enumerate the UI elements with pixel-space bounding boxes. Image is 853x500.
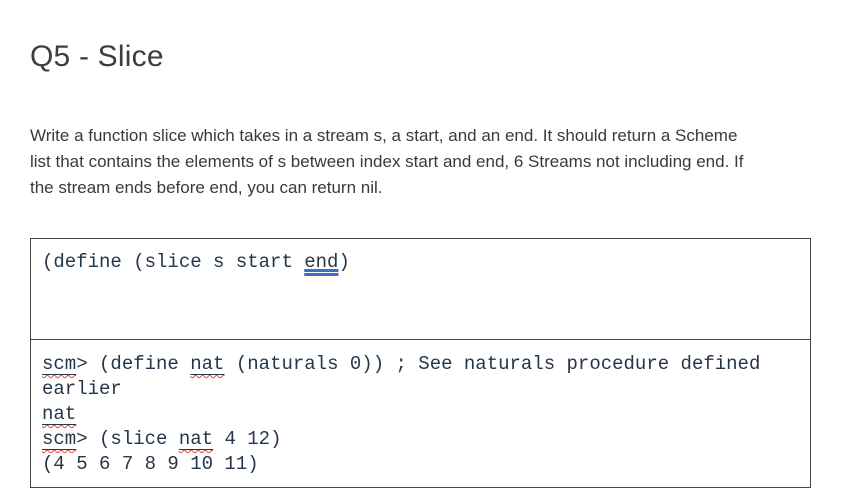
- misspelled-word: nat: [190, 353, 224, 375]
- misspelled-word-text: nat: [42, 403, 77, 425]
- repl-section: scm> (define nat (naturals 0)) ; See nat…: [31, 340, 810, 487]
- misspelled-word: scm: [42, 353, 76, 375]
- worksheet-page: Q5 - Slice Write a function slice which …: [30, 40, 811, 488]
- misspelled-word-text: scm: [42, 428, 77, 450]
- repl-line-1: scm> (define nat (naturals 0)) ; See nat…: [42, 353, 761, 375]
- repl-line-4: scm> (slice nat 4 12): [42, 428, 282, 450]
- misspelled-word: nat: [42, 403, 76, 425]
- grammar-flagged-word: end: [304, 251, 339, 273]
- misspelled-word: nat: [179, 428, 213, 450]
- task-description: Write a function slice which takes in a …: [30, 126, 744, 197]
- misspelled-word-text: nat: [178, 428, 214, 450]
- code-box: (define (slice s start end) scm> (define…: [30, 238, 811, 488]
- definition-section: (define (slice s start end): [31, 239, 810, 340]
- repl-line-2: earlier: [42, 378, 122, 400]
- repl-line-3: nat: [42, 402, 799, 427]
- misspelled-word-text: scm: [42, 353, 77, 375]
- misspelled-word-text: nat: [190, 353, 225, 375]
- repl-line-5: (4 5 6 7 8 9 10 11): [42, 453, 259, 475]
- definition-code-line: (define (slice s start end): [42, 251, 350, 273]
- misspelled-word: scm: [42, 428, 76, 450]
- page-title: Q5 - Slice: [30, 40, 164, 73]
